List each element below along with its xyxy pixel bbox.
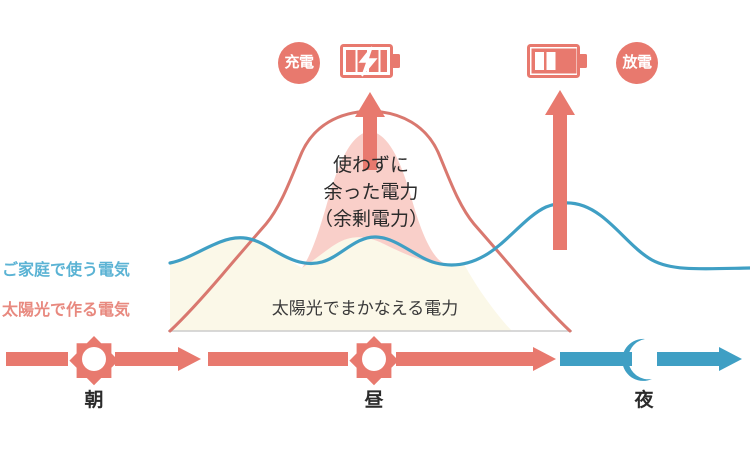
battery-half-icon <box>527 44 587 78</box>
charge-up-arrow <box>355 92 385 170</box>
surplus-power-area <box>302 131 464 268</box>
sun-icon-morning <box>69 336 119 386</box>
sun-icon-noon <box>349 336 399 386</box>
period-label-night: 夜 <box>634 389 654 411</box>
period-label-noon: 昼 <box>364 389 384 411</box>
covered-by-solar-label: 太陽光でまかなえる電力 <box>271 299 459 319</box>
timeline-arrow-segment-1 <box>6 352 68 366</box>
moon-icon-night <box>622 338 652 381</box>
surplus-power-label: 使わずに 余った電力 （余剰電力） <box>287 152 455 233</box>
covered-by-solar-area <box>170 237 512 331</box>
timeline-arrow-segment-5 <box>560 352 632 366</box>
household-usage-curve <box>168 201 750 271</box>
timeline-arrow-segment-2 <box>115 347 201 371</box>
timeline-arrow-segment-3 <box>208 352 348 366</box>
battery-charging-icon <box>340 44 400 78</box>
surplus-label-line-1: 使わずに <box>332 154 409 176</box>
discharge-up-arrow <box>545 90 575 250</box>
charge-badge[interactable]: 充電 <box>278 42 320 84</box>
period-label-morning: 朝 <box>84 389 104 411</box>
discharge-badge[interactable]: 放電 <box>616 42 658 84</box>
surplus-label-line-2: 余った電力 <box>323 180 419 203</box>
surplus-label-line-3: （余剰電力） <box>313 207 428 230</box>
timeline-arrow-segment-4 <box>396 347 556 371</box>
legend-household-usage: ご家庭で使う電気 <box>2 260 131 279</box>
timeline-arrow-segment-6 <box>657 347 742 371</box>
legend-solar-generation: 太陽光で作る電気 <box>2 300 131 319</box>
